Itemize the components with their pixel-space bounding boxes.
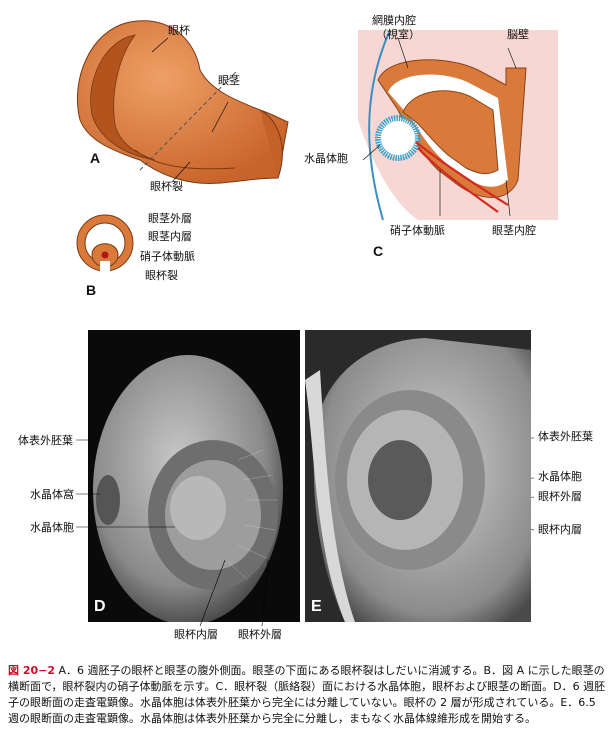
label-fissure-b: 眼杯裂 — [145, 269, 178, 282]
label-stalk-outer: 眼茎外層 — [148, 212, 192, 225]
figure-caption: 図 20−2 A．6 週胚子の眼杯と眼茎の腹外側面。眼茎の下面にある眼杯裂はしだ… — [8, 663, 606, 727]
photo-e-sem: E — [305, 330, 531, 622]
fissure-line — [134, 149, 236, 170]
photo-letter-e: E — [311, 598, 322, 615]
panel-a-eyecup-drawing — [76, 20, 289, 184]
label-retinal-space: 網膜内腔 — [372, 14, 416, 27]
label-eyecup-fissure: 眼杯裂 — [150, 180, 183, 193]
label-outer-layer-d: 眼杯外層 — [238, 628, 282, 641]
label-lens-vesicle-d: 水晶体胞 — [30, 521, 74, 534]
label-stalk-inner: 眼茎内層 — [148, 230, 192, 243]
label-surface-ecto-e: 体表外胚葉 — [538, 430, 593, 443]
figure-number: 図 20−2 — [8, 664, 56, 677]
label-lens-vesicle-c: 水晶体胞 — [304, 152, 348, 165]
label-inner-layer-d: 眼杯内層 — [174, 628, 218, 641]
panel-letter-a: A — [90, 150, 101, 166]
eyecup-opening — [90, 34, 156, 161]
panel-c-section — [358, 30, 558, 220]
lens-vesicle — [375, 115, 421, 161]
label-eyecup: 眼杯 — [168, 24, 190, 37]
panel-letter-b: B — [86, 282, 97, 298]
caption-text: A．6 週胚子の眼杯と眼茎の腹外側面。眼茎の下面にある眼杯裂はしだいに消滅する。… — [8, 664, 606, 725]
label-hyaloid-artery-b: 硝子体動脈 — [140, 250, 195, 263]
label-lens-vesicle-e: 水晶体胞 — [538, 470, 582, 483]
photo-letter-d: D — [94, 598, 106, 615]
label-hyaloid-artery-c: 硝子体動脈 — [390, 224, 445, 237]
label-optic-ventricle: （視室） — [376, 28, 420, 41]
label-outer-layer-e: 眼杯外層 — [538, 490, 582, 503]
label-brain-wall: 脳壁 — [507, 28, 529, 41]
panel-letter-c: C — [373, 243, 384, 259]
label-stalk-lumen: 眼茎内腔 — [492, 224, 536, 237]
label-surface-ecto-d: 体表外胚葉 — [18, 434, 73, 447]
label-lens-pit: 水晶体窩 — [30, 488, 74, 501]
label-eye-stalk: 眼茎 — [218, 74, 240, 87]
label-inner-layer-e: 眼杯内層 — [538, 523, 582, 536]
eyecup-shape — [76, 20, 289, 184]
artery-dot — [101, 251, 109, 259]
photo-d-sem: D — [88, 330, 300, 622]
panel-b-stalk-section — [76, 214, 134, 275]
